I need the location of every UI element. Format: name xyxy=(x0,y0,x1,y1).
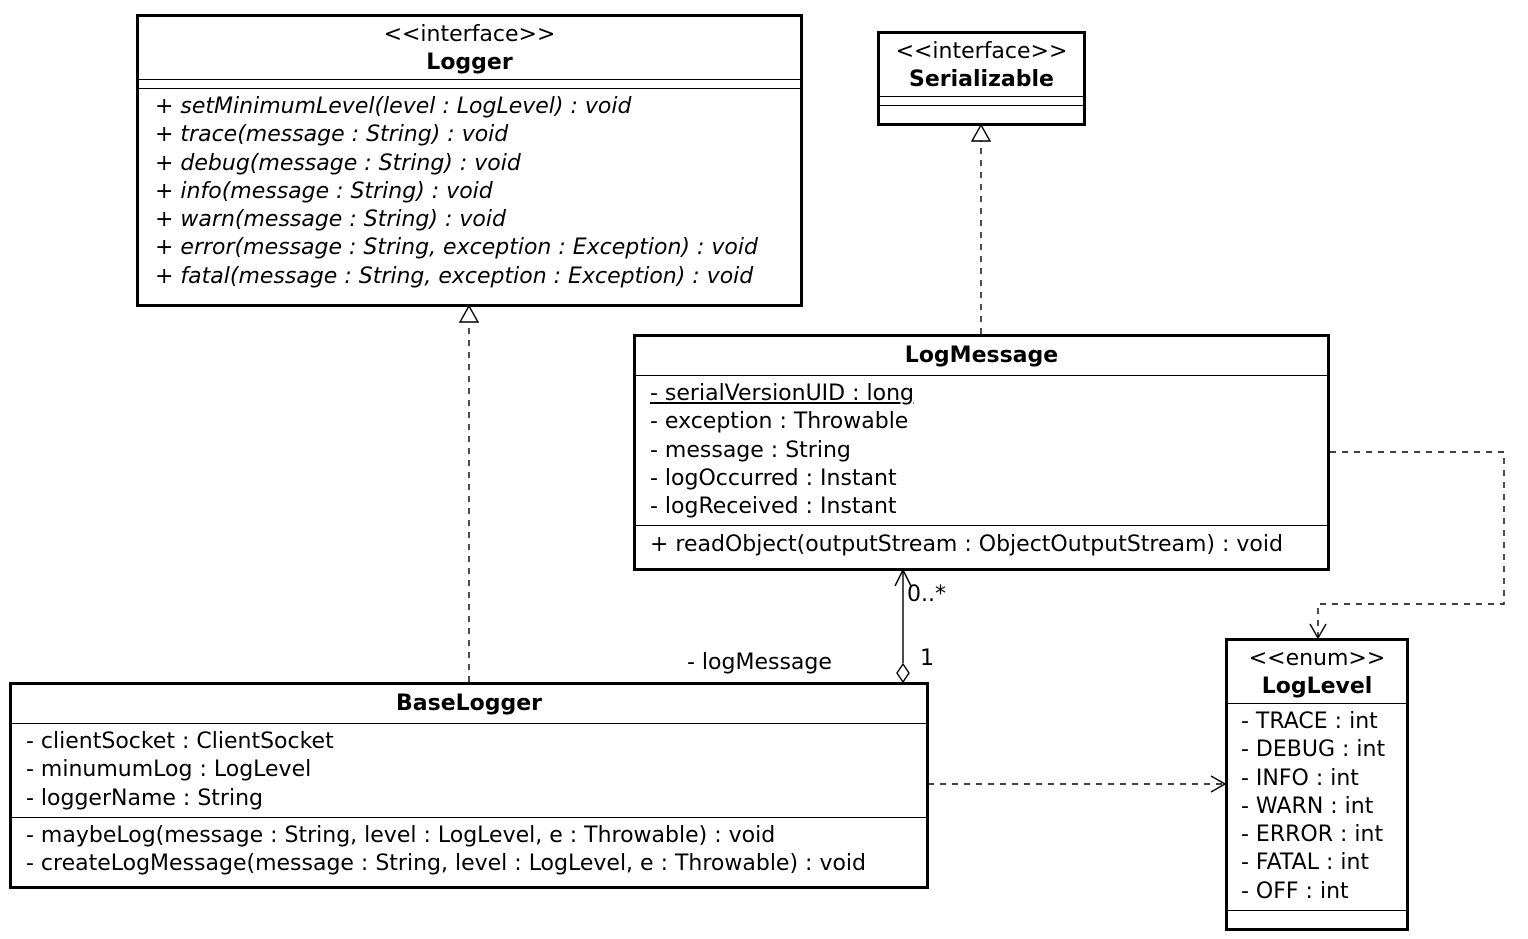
logmessage-class-box: LogMessage - serialVersionUID : long - e… xyxy=(633,334,1330,571)
logger-operation: + error(message : String, exception : Ex… xyxy=(155,235,758,261)
loglevel-stereotype: <<enum>> xyxy=(1248,646,1386,671)
realization-baselogger-logger xyxy=(458,304,480,682)
serializable-interface-box: <<interface>> Serializable xyxy=(877,31,1086,126)
loglevel-literal: - DEBUG : int xyxy=(1241,737,1386,763)
aggregation-baselogger-logmessage xyxy=(894,568,912,684)
dependency-baselogger-loglevel xyxy=(928,775,1227,793)
baselogger-class-box: BaseLogger - clientSocket : ClientSocket… xyxy=(9,682,929,889)
loglevel-class-name: LogLevel xyxy=(1261,674,1373,699)
realization-logmessage-serializable xyxy=(970,123,992,334)
baselogger-attributes-section: - clientSocket : ClientSocket - minumumL… xyxy=(12,723,926,817)
serializable-stereotype: <<interface>> xyxy=(895,39,1068,64)
loglevel-literal: - INFO : int xyxy=(1241,765,1359,791)
baselogger-operation: - createLogMessage(message : String, lev… xyxy=(26,851,867,877)
association-multiplicity-source: 1 xyxy=(920,646,934,671)
logmessage-attribute: - message : String xyxy=(650,437,851,463)
logger-class-name: Logger xyxy=(426,50,513,75)
logger-operation: + debug(message : String) : void xyxy=(155,150,521,176)
logmessage-header: LogMessage xyxy=(636,337,1327,375)
loglevel-enum-box: <<enum>> LogLevel - TRACE : int - DEBUG … xyxy=(1225,638,1409,931)
association-multiplicity-target: 0..* xyxy=(907,582,946,607)
logmessage-attributes-section: - serialVersionUID : long - exception : … xyxy=(636,375,1327,525)
logger-operation: + warn(message : String) : void xyxy=(155,207,506,233)
baselogger-attribute: - minumumLog : LogLevel xyxy=(26,757,312,783)
logmessage-operations-section: + readObject(outputStream : ObjectOutput… xyxy=(636,525,1327,563)
serializable-header: <<interface>> Serializable xyxy=(880,34,1083,94)
loglevel-header: <<enum>> LogLevel xyxy=(1228,641,1406,701)
logmessage-attribute: - serialVersionUID : long xyxy=(650,381,914,406)
serializable-attributes-section xyxy=(880,96,1083,105)
logger-operation: + info(message : String) : void xyxy=(155,178,493,204)
baselogger-attribute: - clientSocket : ClientSocket xyxy=(26,729,334,754)
logger-operation: + trace(message : String) : void xyxy=(155,122,509,148)
loglevel-literal: - OFF : int xyxy=(1241,878,1349,904)
serializable-operations-section xyxy=(880,105,1083,114)
baselogger-class-name: BaseLogger xyxy=(395,691,543,716)
logger-interface-box: <<interface>> Logger + setMinimumLevel(l… xyxy=(136,14,803,307)
logger-header: <<interface>> Logger xyxy=(139,17,800,77)
baselogger-header: BaseLogger xyxy=(12,685,926,723)
logmessage-operation: + readObject(outputStream : ObjectOutput… xyxy=(650,532,1283,558)
baselogger-operations-section: - maybeLog(message : String, level : Log… xyxy=(12,816,926,883)
logger-operations-section: + setMinimumLevel(level : LogLevel) : vo… xyxy=(139,88,800,295)
logmessage-attribute: - logReceived : Instant xyxy=(650,494,897,520)
serializable-class-name: Serializable xyxy=(909,67,1054,92)
loglevel-literal: - WARN : int xyxy=(1241,793,1374,819)
association-role-label: - logMessage xyxy=(687,650,832,675)
logger-stereotype: <<interface>> xyxy=(383,22,556,47)
baselogger-attribute: - loggerName : String xyxy=(26,785,263,811)
loglevel-literal: - FATAL : int xyxy=(1241,850,1370,876)
logmessage-attribute: - logOccurred : Instant xyxy=(650,465,897,491)
loglevel-literal: - TRACE : int xyxy=(1241,709,1378,734)
loglevel-operations-section xyxy=(1228,910,1406,919)
logger-operation: + setMinimumLevel(level : LogLevel) : vo… xyxy=(155,94,632,119)
baselogger-operation: - maybeLog(message : String, level : Log… xyxy=(26,822,776,848)
logmessage-class-name: LogMessage xyxy=(904,343,1059,368)
dependency-logmessage-loglevel xyxy=(1309,451,1505,640)
loglevel-literal: - ERROR : int xyxy=(1241,822,1384,848)
logmessage-attribute: - exception : Throwable xyxy=(650,409,909,435)
logger-operation: + fatal(message : String, exception : Ex… xyxy=(155,263,754,289)
logger-attributes-section xyxy=(139,79,800,88)
loglevel-literals-section: - TRACE : int - DEBUG : int - INFO : int… xyxy=(1228,703,1406,910)
